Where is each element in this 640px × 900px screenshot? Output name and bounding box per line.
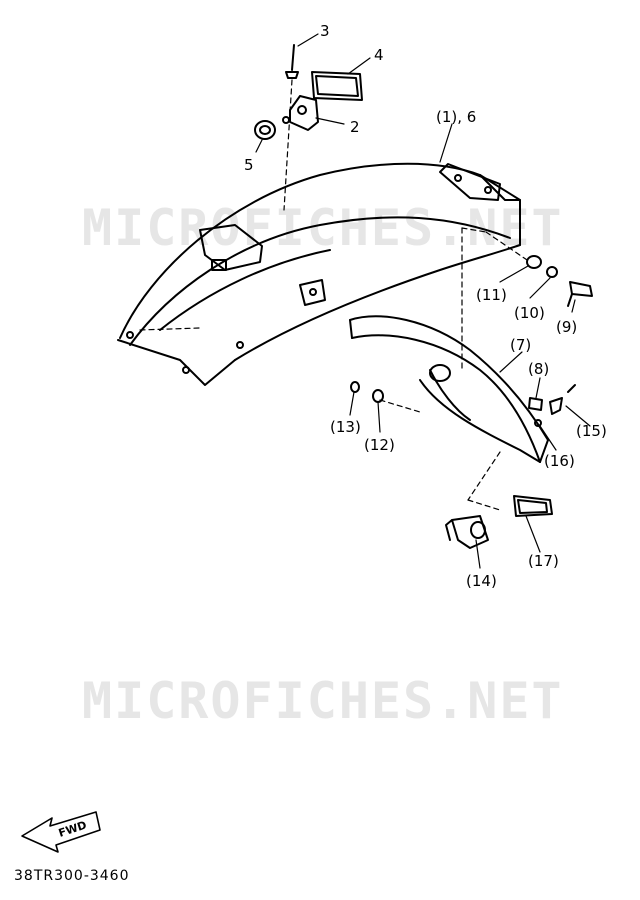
- callout-11: (11): [476, 286, 507, 304]
- callout-4: 4: [374, 46, 384, 64]
- callout-7: (7): [510, 336, 531, 354]
- callout-9: (9): [556, 318, 577, 336]
- diagram-code: 38TR300-3460: [14, 868, 130, 884]
- reflector-assembly: [254, 44, 363, 140]
- callout-8: (8): [528, 360, 549, 378]
- callout-17: (17): [528, 552, 559, 570]
- rear-fender: [117, 162, 521, 386]
- rear-fender-stay: [349, 315, 549, 463]
- watermark-top: MICROFICHES.NET: [82, 199, 564, 257]
- fwd-arrow-icon: [21, 811, 101, 853]
- leader-lines: [255, 33, 591, 569]
- callout-2: 2: [350, 118, 360, 136]
- callout-15: (15): [576, 422, 607, 440]
- callout-10: (10): [514, 304, 545, 322]
- license-light: [445, 495, 553, 549]
- callout-5: 5: [244, 156, 254, 174]
- callout-1-6: (1), 6: [436, 108, 476, 126]
- watermark-bottom: MICROFICHES.NET: [82, 672, 564, 730]
- callout-14: (14): [466, 572, 497, 590]
- callout-16: (16): [544, 452, 575, 470]
- callout-3: 3: [320, 22, 330, 40]
- fender-bolts: [526, 255, 593, 307]
- callout-labels: 3 4 2 5 (1), 6 (11) (10) (9) (7) (8) (13…: [244, 22, 607, 590]
- callout-12: (12): [364, 436, 395, 454]
- callout-13: (13): [330, 418, 361, 436]
- assembly-lines: [139, 79, 531, 511]
